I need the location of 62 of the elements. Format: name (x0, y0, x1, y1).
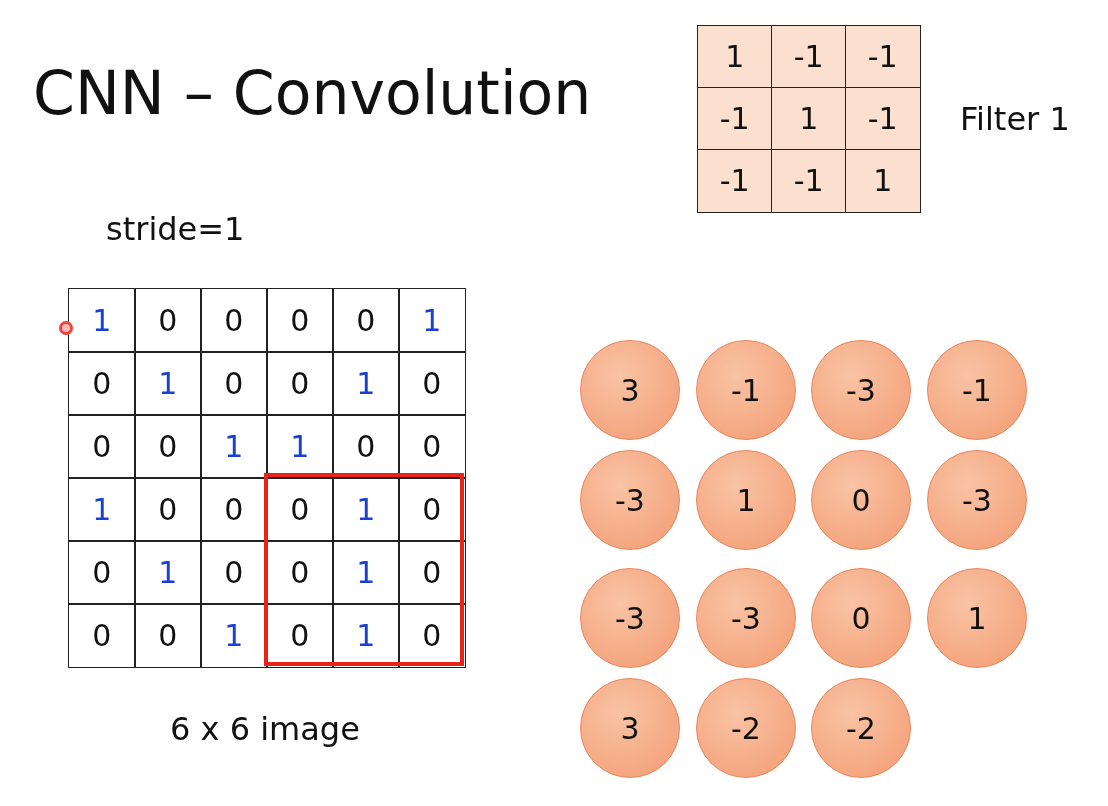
output-value-circle: -2 (696, 678, 796, 778)
image-matrix-cell: 0 (134, 603, 202, 668)
image-matrix-cell: 0 (134, 414, 202, 479)
image-matrix-cell: 0 (266, 477, 334, 542)
image-matrix-cell: 0 (68, 414, 136, 479)
image-matrix-cell: 0 (332, 288, 400, 353)
output-value-circle: 1 (696, 450, 796, 550)
output-value-circle: 3 (580, 340, 680, 440)
image-matrix-cell: 1 (68, 288, 136, 353)
image-matrix-cell: 0 (266, 603, 334, 668)
image-matrix-cell: 0 (200, 351, 268, 416)
image-matrix-cell: 1 (332, 351, 400, 416)
image-matrix-cell: 0 (266, 540, 334, 605)
image-matrix-cell: 0 (398, 540, 466, 605)
image-matrix-cell: 0 (68, 603, 136, 668)
output-value-circle: 0 (811, 568, 911, 668)
filter-matrix-cell: 1 (697, 25, 773, 89)
image-matrix-cell: 0 (398, 414, 466, 479)
image-matrix-cell: 1 (200, 414, 268, 479)
filter-matrix-cell: -1 (771, 25, 847, 89)
stride-note: stride=1 (106, 210, 245, 248)
output-value-circle: -3 (580, 450, 680, 550)
image-matrix-cell: 1 (398, 288, 466, 353)
image-matrix-cell: 1 (200, 603, 268, 668)
image-matrix-cell: 0 (398, 603, 466, 668)
image-matrix-cell: 0 (68, 540, 136, 605)
image-matrix-cell: 1 (68, 477, 136, 542)
filter-caption: Filter 1 (960, 100, 1070, 138)
image-matrix-cell: 0 (398, 351, 466, 416)
image-matrix-cell: 0 (332, 414, 400, 479)
image-matrix-cell: 0 (68, 351, 136, 416)
output-value-circle: 0 (811, 450, 911, 550)
output-value-circle: -1 (696, 340, 796, 440)
image-matrix-cell: 1 (332, 540, 400, 605)
image-matrix-cell: 0 (134, 477, 202, 542)
filter-matrix-cell: -1 (845, 87, 921, 151)
filter-matrix-cell: -1 (697, 149, 773, 213)
filter-matrix-cell: 1 (771, 87, 847, 151)
image-matrix-cell: 1 (134, 351, 202, 416)
output-value-circle: 3 (580, 678, 680, 778)
filter-matrix-cell: -1 (697, 87, 773, 151)
image-matrix-cell: 1 (332, 477, 400, 542)
filter-matrix-cell: 1 (845, 149, 921, 213)
image-matrix-cell: 0 (266, 288, 334, 353)
output-value-circle: -2 (811, 678, 911, 778)
image-matrix-cell: 1 (266, 414, 334, 479)
output-value-circle: 1 (927, 568, 1027, 668)
image-matrix-cell: 0 (134, 288, 202, 353)
image-matrix-cell: 0 (398, 477, 466, 542)
output-value-circle: -3 (927, 450, 1027, 550)
output-value-circle: -3 (580, 568, 680, 668)
image-caption: 6 x 6 image (170, 710, 360, 748)
image-matrix-cell: 1 (332, 603, 400, 668)
output-value-circle: -3 (811, 340, 911, 440)
image-matrix-cell: 0 (200, 288, 268, 353)
output-value-circle: -3 (696, 568, 796, 668)
filter-matrix-cell: -1 (845, 25, 921, 89)
filter-matrix-cell: -1 (771, 149, 847, 213)
image-matrix-cell: 1 (134, 540, 202, 605)
slide-title: CNN – Convolution (33, 58, 592, 128)
output-value-circle: -1 (927, 340, 1027, 440)
image-matrix-cell: 0 (266, 351, 334, 416)
